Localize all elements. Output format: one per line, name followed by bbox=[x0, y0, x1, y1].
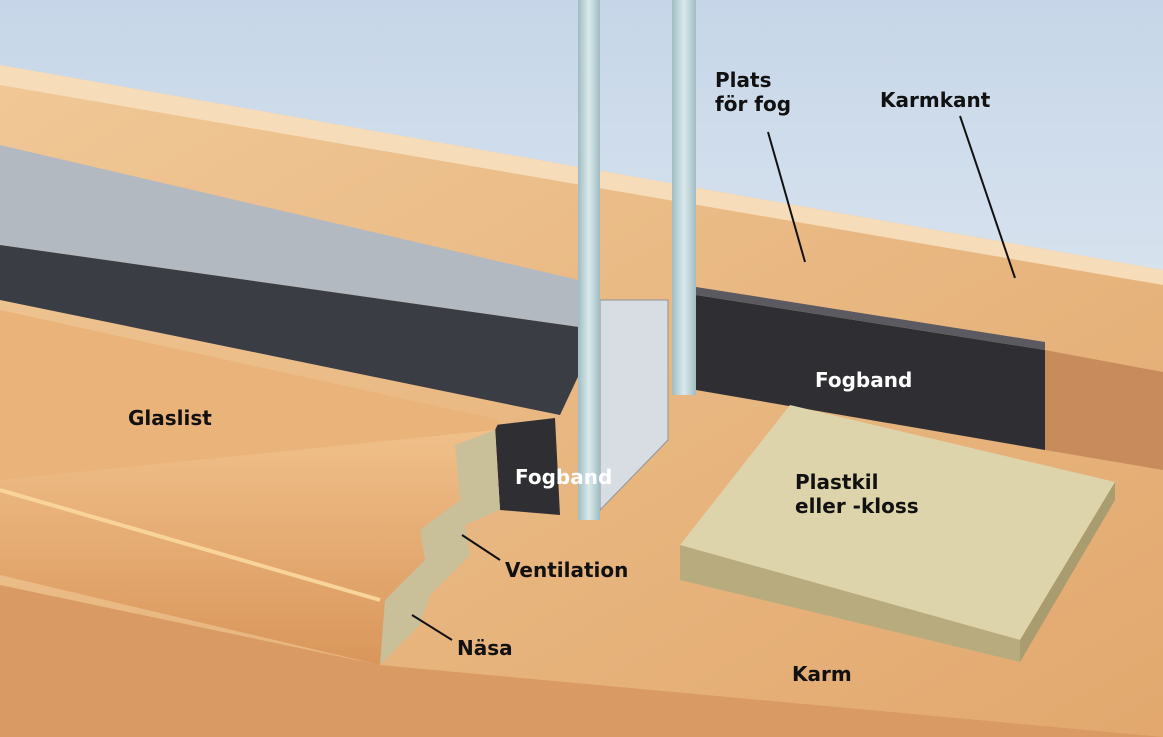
karm-front-face bbox=[0, 585, 1163, 737]
label-plastkil-line2: eller -kloss bbox=[795, 494, 919, 518]
spacer-top bbox=[0, 145, 600, 330]
leader-karmkant bbox=[959, 115, 1016, 279]
label-plastkil-line1: Plastkil bbox=[795, 470, 879, 494]
glaslist-profile-end bbox=[380, 430, 500, 665]
glass-pane-outer bbox=[672, 0, 696, 395]
leader-ventilation bbox=[461, 534, 501, 561]
glass-pane-inner bbox=[578, 0, 600, 520]
glaslist-top bbox=[0, 310, 500, 480]
label-fogband-left: Fogband bbox=[515, 465, 613, 489]
label-glaslist: Glaslist bbox=[128, 406, 212, 430]
fogband-left bbox=[495, 418, 560, 515]
fogband-right bbox=[696, 295, 1045, 450]
label-karm: Karm bbox=[792, 662, 852, 686]
label-ventilation: Ventilation bbox=[505, 558, 629, 582]
label-plastkil: Plastkil eller -kloss bbox=[795, 470, 919, 518]
karm-right-end bbox=[1045, 350, 1163, 470]
label-karmkant: Karmkant bbox=[880, 88, 991, 112]
plastkil-block-top bbox=[680, 405, 1115, 640]
fogband-right-top bbox=[696, 287, 1045, 350]
glaslist-front bbox=[0, 430, 500, 665]
label-fogband-right: Fogband bbox=[815, 368, 913, 392]
label-nasa: Näsa bbox=[457, 636, 513, 660]
spacer-dark bbox=[0, 245, 600, 415]
glaslist-highlight bbox=[0, 488, 381, 602]
plastkil-block-end bbox=[1020, 482, 1115, 662]
label-plats-line1: Plats bbox=[715, 68, 772, 92]
leader-plats-for-fog bbox=[767, 131, 806, 263]
plastkil-block-side bbox=[680, 545, 1020, 662]
label-plats-for-fog: Plats för fog bbox=[715, 68, 791, 116]
label-plats-line2: för fog bbox=[715, 92, 792, 116]
leader-nasa bbox=[411, 614, 453, 641]
